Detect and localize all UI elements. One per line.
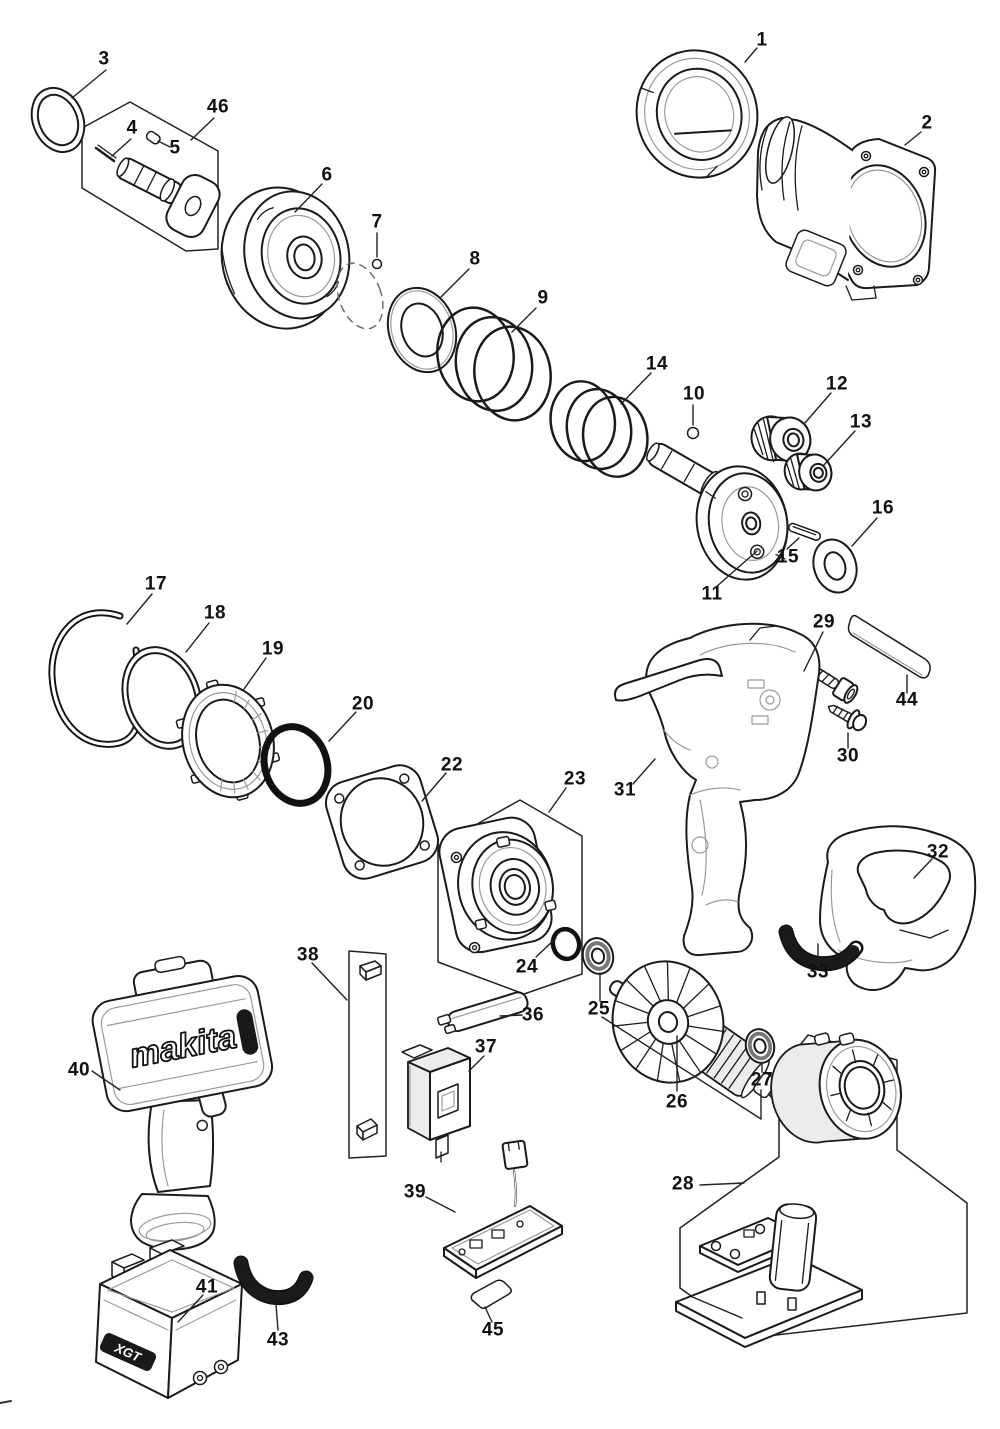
part-31-housing-half [614, 622, 821, 957]
part-label-30[interactable]: 30 [836, 745, 860, 767]
part-label-31[interactable]: 31 [613, 779, 637, 801]
part-label-16[interactable]: 16 [871, 497, 895, 519]
part-label-2[interactable]: 2 [921, 112, 933, 134]
part-label-46[interactable]: 46 [206, 96, 230, 118]
part-label-7[interactable]: 7 [371, 211, 383, 233]
part-label-22[interactable]: 22 [440, 754, 464, 776]
part-38-small-parts [356, 960, 382, 1141]
part-label-8[interactable]: 8 [469, 248, 481, 270]
part-43-corrugated-strip [233, 1255, 314, 1306]
part-36-lever [436, 991, 529, 1035]
part-label-3[interactable]: 3 [98, 48, 110, 70]
part-label-33[interactable]: 33 [806, 961, 830, 983]
part-13-gear [783, 452, 833, 492]
part-label-5[interactable]: 5 [169, 137, 181, 159]
part-37-switch [401, 1044, 471, 1163]
part-label-36[interactable]: 36 [521, 1004, 545, 1026]
crop-mark [0, 1400, 12, 1404]
part-44-label-plate [847, 614, 931, 679]
part-label-19[interactable]: 19 [261, 638, 285, 660]
part-label-20[interactable]: 20 [351, 693, 375, 715]
part-label-11[interactable]: 11 [701, 583, 723, 605]
part-label-13[interactable]: 13 [849, 411, 873, 433]
part-label-1[interactable]: 1 [756, 29, 768, 51]
group-box-38 [348, 950, 387, 1159]
part-46-anvil-assembly [94, 130, 221, 238]
part-8-washer [386, 286, 458, 374]
part-2-hammer-case [756, 116, 937, 301]
part-10-ball [686, 426, 700, 440]
part-19-ring-gear [175, 679, 281, 801]
part-label-17[interactable]: 17 [144, 573, 168, 595]
part-11-spindle [645, 442, 789, 581]
part-label-14[interactable]: 14 [645, 353, 669, 375]
part-25-bearing [581, 937, 615, 975]
part-label-45[interactable]: 45 [481, 1319, 505, 1341]
part-27-bearing [744, 1028, 776, 1064]
part-label-23[interactable]: 23 [563, 768, 587, 790]
part-24-oring [550, 926, 582, 962]
part-label-38[interactable]: 38 [296, 944, 320, 966]
part-22-gasket [324, 764, 440, 880]
part-label-44[interactable]: 44 [895, 689, 919, 711]
part-label-32[interactable]: 32 [926, 841, 950, 863]
part-28-stator-assembly [675, 1032, 902, 1348]
part-label-43[interactable]: 43 [266, 1329, 290, 1351]
part-label-12[interactable]: 12 [825, 373, 849, 395]
part-label-6[interactable]: 6 [321, 164, 333, 186]
part-7-ball [336, 258, 384, 330]
flange-holes [852, 150, 930, 286]
part-6-hammer [220, 186, 351, 330]
part-label-27[interactable]: 27 [750, 1069, 774, 1091]
part-label-9[interactable]: 9 [537, 287, 549, 309]
part-label-40[interactable]: 40 [67, 1059, 91, 1081]
part-23-bearing-retainer [438, 816, 557, 954]
part-1-bumper [635, 49, 759, 179]
part-15-pin [788, 522, 822, 541]
part-label-25[interactable]: 25 [587, 998, 611, 1020]
part-12-gear [750, 415, 812, 463]
part-16-washer [812, 538, 858, 594]
part-41-connector-housing: XGT [95, 1239, 243, 1399]
part-40-housing-set: makita [91, 955, 274, 1251]
part-39-controller [443, 1139, 563, 1279]
part-label-26[interactable]: 26 [665, 1091, 689, 1113]
part-33-corrugated-strip [778, 924, 864, 972]
part-label-10[interactable]: 10 [682, 383, 706, 405]
part-label-28[interactable]: 28 [671, 1173, 695, 1195]
part-label-24[interactable]: 24 [515, 956, 539, 978]
part-label-39[interactable]: 39 [403, 1181, 427, 1203]
part-26-rotor [608, 960, 790, 1104]
part-label-4[interactable]: 4 [126, 117, 138, 139]
part-label-18[interactable]: 18 [203, 602, 227, 624]
part-30-screw [827, 704, 868, 732]
part-label-29[interactable]: 29 [812, 611, 836, 633]
leader-lines [71, 47, 933, 1331]
part-20-oring [260, 723, 332, 807]
part-label-41[interactable]: 41 [195, 1276, 219, 1298]
part-label-37[interactable]: 37 [474, 1036, 498, 1058]
part-14-spring [549, 380, 649, 478]
part-9-spring [436, 306, 552, 422]
part-label-15[interactable]: 15 [776, 546, 800, 568]
part-3-oring [30, 87, 86, 153]
part-45-label [470, 1279, 513, 1310]
